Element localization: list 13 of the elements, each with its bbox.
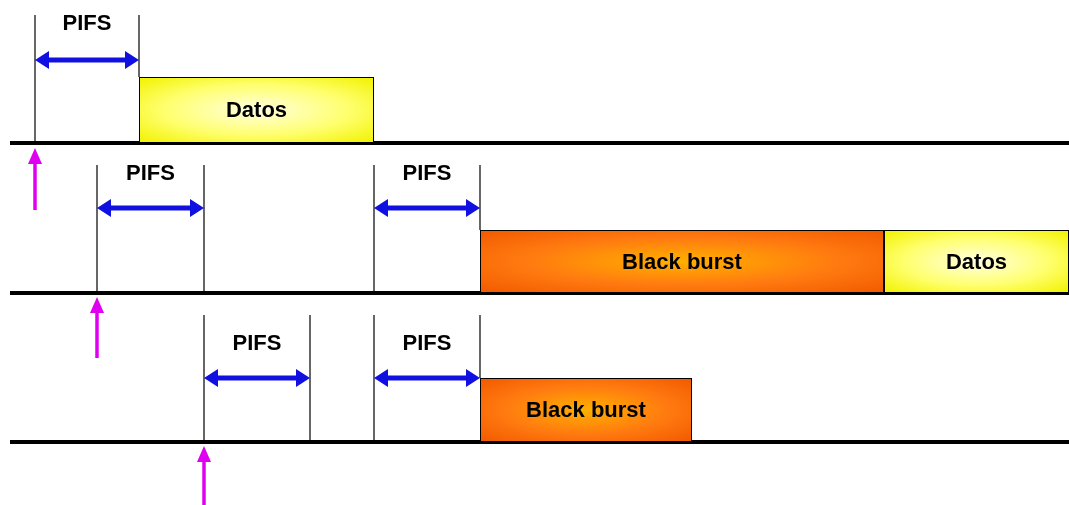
slot-label: Datos <box>225 97 288 123</box>
slot-label: Datos <box>945 248 1008 275</box>
data-slot <box>884 230 1069 292</box>
burst-slot <box>480 230 884 292</box>
interval-label: PIFS <box>62 10 112 36</box>
interval-label: PIFS <box>402 160 452 186</box>
interval-label: PIFS <box>126 160 175 186</box>
data-slot <box>139 77 374 142</box>
interval-label: PIFS <box>402 330 452 356</box>
slot-label: Black burst <box>622 248 742 275</box>
burst-slot <box>480 378 692 441</box>
interval-label: PIFS <box>232 330 282 356</box>
slot-label: Black burst <box>526 397 646 423</box>
